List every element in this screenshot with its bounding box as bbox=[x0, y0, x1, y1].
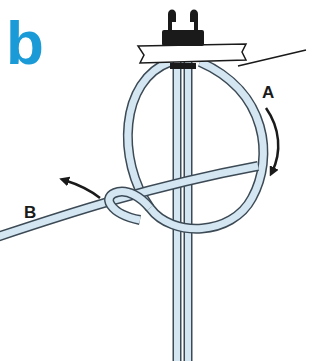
cord-end bbox=[0, 166, 258, 238]
leader-line bbox=[238, 50, 306, 66]
step-letter: b bbox=[6, 12, 44, 74]
strand-label: B bbox=[24, 204, 36, 221]
cord-strands bbox=[177, 50, 188, 361]
tape bbox=[138, 44, 246, 63]
strand-label: A bbox=[262, 84, 274, 101]
buckle bbox=[162, 10, 204, 70]
direction-arrow bbox=[64, 180, 100, 198]
direction-arrow bbox=[266, 108, 278, 172]
